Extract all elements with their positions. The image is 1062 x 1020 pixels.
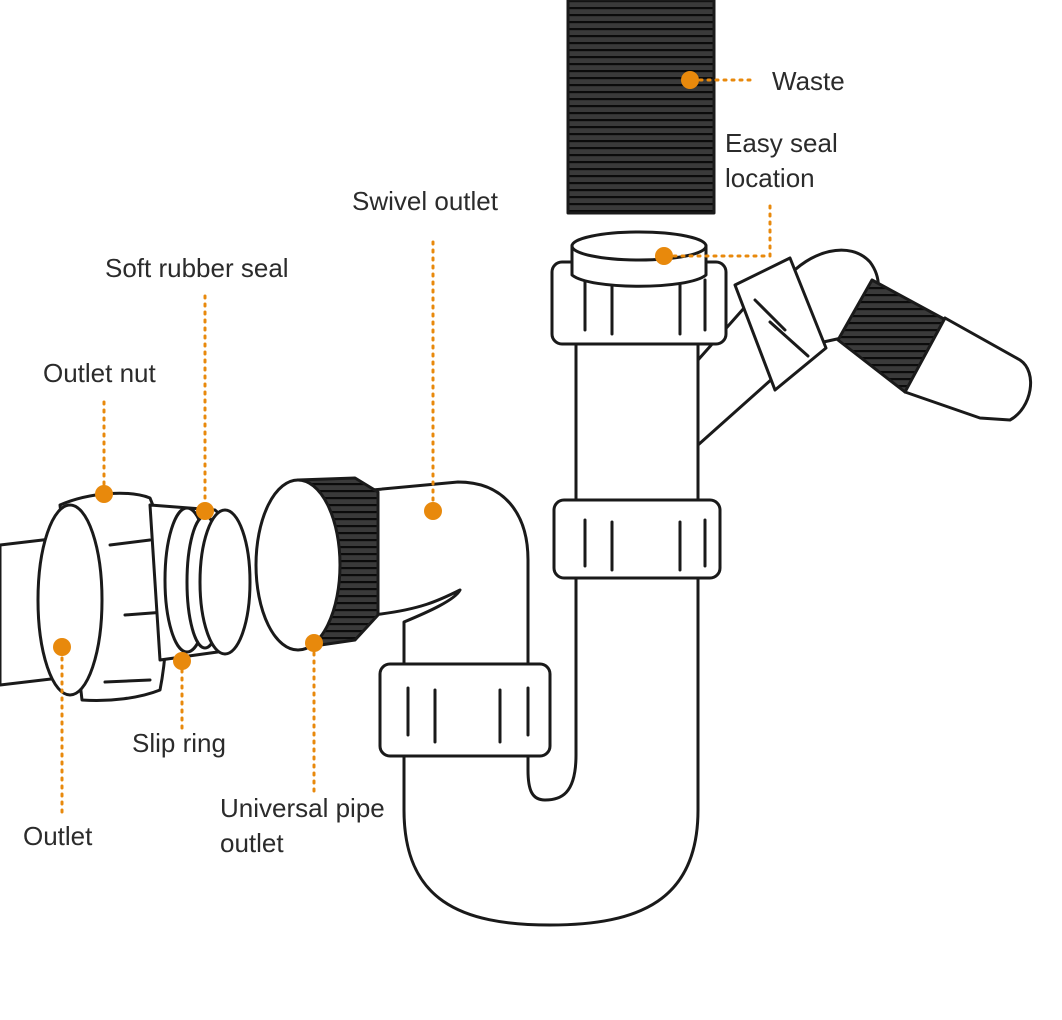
lower-tee-nut [552,498,722,580]
u-bend [402,568,700,927]
side-hose-end [903,316,1033,422]
dot-universal-pipe [305,634,323,652]
seal-cap-top [570,230,708,262]
dot-easy-seal [655,247,673,265]
label-waste: Waste [772,66,845,96]
label-easy-seal-line2: location [725,163,815,193]
slip-ring [198,508,252,656]
label-universal-pipe-line2: outlet [220,828,284,858]
label-outlet: Outlet [23,821,93,851]
label-soft-rubber-seal: Soft rubber seal [105,253,289,283]
dot-soft-rubber-seal [196,502,214,520]
universal-face [254,478,342,652]
label-universal-pipe-line1: Universal pipe [220,793,385,823]
dot-swivel-outlet [424,502,442,520]
label-easy-seal-line1: Easy seal [725,128,838,158]
swivel-elbow [370,480,530,667]
waste-hose [566,0,716,215]
label-swivel-outlet: Swivel outlet [352,186,498,216]
dot-slip-ring [173,652,191,670]
outlet-nut-face [36,503,104,697]
dot-outlet [53,638,71,656]
elbow-nut [378,662,552,758]
dot-waste [681,71,699,89]
tee-body [574,333,700,522]
label-slip-ring: Slip ring [132,728,226,758]
dot-outlet-nut [95,485,113,503]
leader-easy-seal [664,198,772,258]
label-outlet-nut: Outlet nut [43,358,156,388]
